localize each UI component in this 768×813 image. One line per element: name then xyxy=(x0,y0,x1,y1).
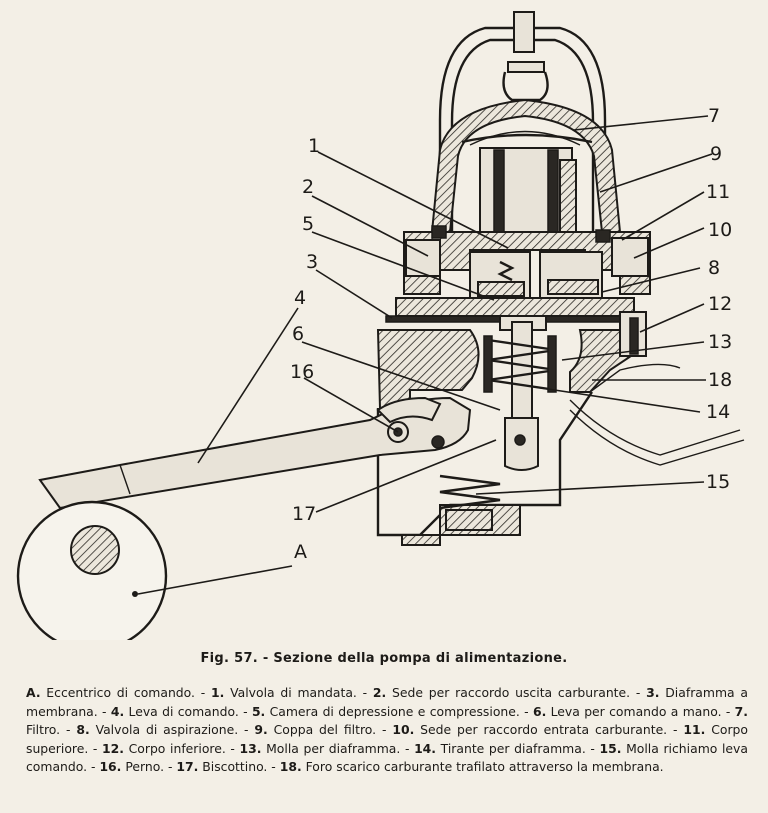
legend-key: A. xyxy=(26,685,41,700)
legend-text: Corpo inferiore. - xyxy=(123,740,240,756)
legend-item: 9. Coppa del filtro. - xyxy=(254,722,392,737)
legend-text: Diaframma a membrana. - xyxy=(26,685,748,719)
legend-item: 12. Corpo inferiore. - xyxy=(102,741,240,756)
label-17: 17 xyxy=(292,503,316,525)
drain-pipe xyxy=(569,363,745,466)
legend-key: 3. xyxy=(646,685,660,700)
legend-key: 6. xyxy=(532,703,547,719)
label-2: 2 xyxy=(302,176,314,198)
label-1: 1 xyxy=(308,135,320,157)
legend-item: A. Eccentrico di comando. - xyxy=(26,685,211,700)
legend-key: 18. xyxy=(279,759,302,775)
legend-text: Camera di depressione e compressione. - xyxy=(265,703,533,719)
leader-lines xyxy=(137,115,713,595)
valve-assembly xyxy=(469,251,603,312)
label-11: 11 xyxy=(706,181,730,203)
label-5: 5 xyxy=(302,213,314,235)
legend-text: Coppa del filtro. - xyxy=(267,722,393,738)
legend-text: Valvola di mandata. - xyxy=(224,685,373,700)
legend-key: 9. xyxy=(254,722,268,738)
legend-key: 17. xyxy=(176,759,199,775)
legend-key: 8. xyxy=(76,722,90,738)
figure-legend: A. Eccentrico di comando. - 1. Valvola d… xyxy=(26,684,748,777)
diaphragm-spring-and-rod xyxy=(483,321,557,471)
label-7: 7 xyxy=(708,105,720,127)
label-16: 16 xyxy=(290,361,314,383)
label-10: 10 xyxy=(708,219,732,241)
legend-item: 4. Leva di comando. - xyxy=(111,704,252,719)
legend-key: 7. xyxy=(734,703,748,719)
legend-key: 16. xyxy=(99,759,122,775)
label-3: 3 xyxy=(306,251,318,273)
legend-key: 5. xyxy=(251,703,266,719)
legend-item: 13. Molla per diaframma. - xyxy=(240,741,415,756)
legend-text: Leva per comando a mano. - xyxy=(546,703,735,719)
legend-item: 18. Foro scarico carburante trafilato at… xyxy=(280,759,664,774)
return-spring xyxy=(439,474,501,531)
legend-item: 17. Biscottino. - xyxy=(176,759,279,774)
lower-body xyxy=(376,311,647,546)
legend-item: 14. Tirante per diaframma. - xyxy=(414,741,599,756)
legend-key: 13. xyxy=(239,740,262,756)
label-15: 15 xyxy=(706,471,730,493)
label-4: 4 xyxy=(294,287,306,309)
legend-item: 3. Diaframma a membrana. - xyxy=(26,685,748,719)
legend-item: 5. Camera di depressione e compressione.… xyxy=(252,704,533,719)
legend-item: 6. Leva per comando a mano. - xyxy=(533,704,735,719)
legend-item: 11. Corpo superiore. - xyxy=(26,722,748,756)
label-14: 14 xyxy=(706,401,730,423)
legend-key: 1. xyxy=(211,685,225,700)
legend-text: Valvola di aspirazione. - xyxy=(89,722,255,738)
legend-item: 2. Sede per raccordo uscita carburante. … xyxy=(373,685,646,700)
label-9: 9 xyxy=(710,143,722,165)
label-12: 12 xyxy=(708,293,732,315)
label-18: 18 xyxy=(708,369,732,391)
eccentric-cam xyxy=(16,500,168,640)
legend-text: Eccentrico di comando. - xyxy=(40,685,211,700)
legend-key: 10. xyxy=(392,722,415,738)
legend-item: 1. Valvola di mandata. - xyxy=(211,685,373,700)
legend-text: Molla richiamo leva comando. - xyxy=(26,740,748,775)
legend-item: 15. Molla richiamo leva comando. - xyxy=(26,741,748,775)
legend-key: 14. xyxy=(414,740,437,756)
legend-text: Sede per raccordo entrata carburante. - xyxy=(414,722,684,738)
filter-screen xyxy=(479,147,577,241)
legend-text: Leva di comando. - xyxy=(124,703,252,719)
legend-text: Filtro. - xyxy=(26,722,77,738)
legend-key: 15. xyxy=(599,740,622,756)
figure-caption-title: Fig. 57. - Sezione della pompa di alimen… xyxy=(200,651,568,666)
legend-key: 4. xyxy=(110,703,125,719)
legend-key: 2. xyxy=(372,685,387,700)
legend-item: 16. Perno. - xyxy=(99,759,176,774)
label-A: A xyxy=(294,541,307,563)
label-13: 13 xyxy=(708,331,732,353)
legend-item: 7. Filtro. - xyxy=(26,704,748,738)
legend-text: Foro scarico carburante trafilato attrav… xyxy=(301,759,664,775)
legend-item: 8. Valvola di aspirazione. - xyxy=(76,722,254,737)
legend-key: 11. xyxy=(683,722,706,738)
label-8: 8 xyxy=(708,257,720,279)
legend-item: 10. Sede per raccordo entrata carburante… xyxy=(392,722,683,737)
control-lever xyxy=(38,396,472,510)
legend-text: Sede per raccordo uscita carburante. - xyxy=(386,685,647,700)
part-number-labels: 1 2 5 3 4 6 16 17 A 7 9 11 10 8 12 13 18… xyxy=(290,105,732,563)
legend-text: Corpo superiore. - xyxy=(26,722,748,756)
legend-text: Molla per diaframma. - xyxy=(261,740,415,756)
legend-text: Biscottino. - xyxy=(198,759,280,775)
legend-key: 12. xyxy=(102,740,124,756)
filter-bowl-bail xyxy=(438,11,607,250)
legend-text: Perno. - xyxy=(121,759,177,775)
legend-text: Tirante per diaframma. - xyxy=(436,740,600,756)
pump-cross-section-diagram: 1 2 5 3 4 6 16 17 A 7 9 11 10 8 12 13 18… xyxy=(16,11,745,640)
label-6: 6 xyxy=(292,323,304,345)
